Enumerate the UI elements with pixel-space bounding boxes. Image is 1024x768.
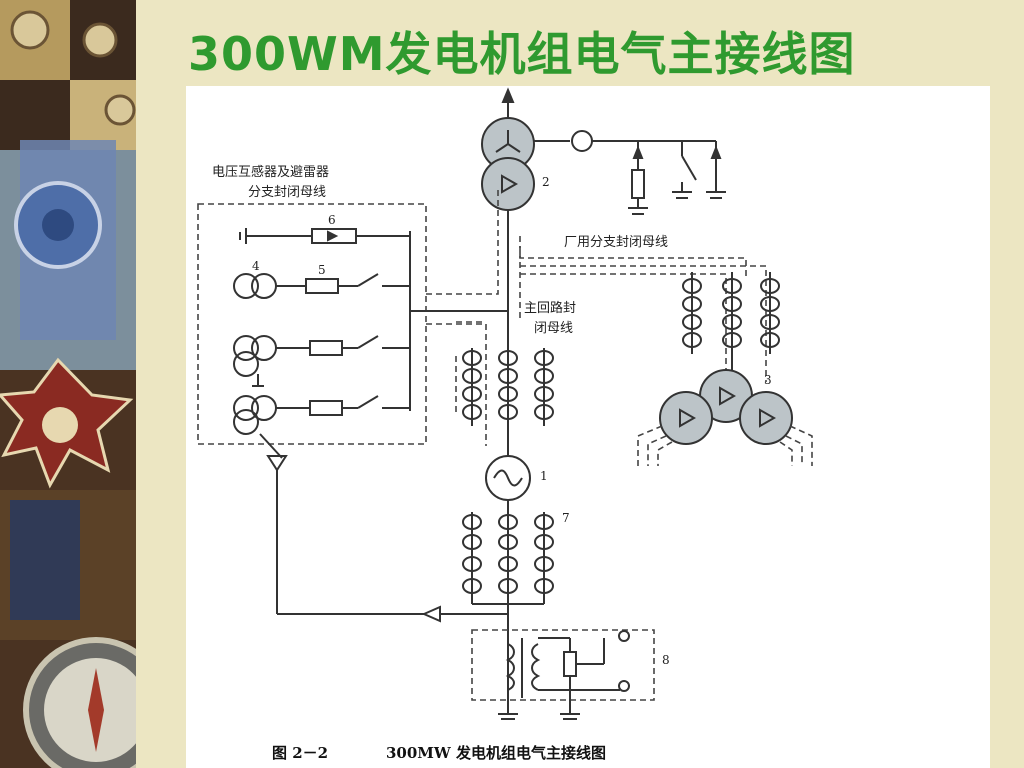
ct-stack-upper	[462, 348, 554, 426]
main-transformer	[481, 117, 535, 211]
callout-current-transformers: 7	[562, 511, 570, 525]
callout-pt-transformer: 4	[252, 259, 260, 273]
label-main-bus-line1: 主回路封	[524, 300, 576, 316]
generator-arrester-line	[266, 455, 508, 623]
slide-title: 300WM发电机组电气主接线图	[188, 27, 856, 81]
callout-generator: 1	[540, 469, 548, 483]
label-pt-arrester: 电压互感器及避雷器	[212, 164, 329, 180]
diagram-drawing: 2 电压互感器及避雷器 分支封闭母线	[197, 87, 813, 762]
generator	[485, 455, 531, 501]
main-bus-enclosure	[455, 236, 767, 416]
arrester	[239, 228, 410, 244]
pt-branch-bus-lines	[426, 186, 499, 446]
decorative-photo-strip	[0, 0, 136, 768]
callout-arrester: 6	[328, 213, 336, 227]
pt-transformer-row-3	[233, 395, 410, 459]
callout-neutral-grounding: 8	[662, 653, 670, 667]
wiring-diagram-figure: 2 电压互感器及避雷器 分支封闭母线	[186, 86, 990, 768]
station-transformer	[659, 369, 793, 445]
label-pt-branch-bus: 分支封闭母线	[248, 185, 326, 200]
station-outgoing-buses	[637, 425, 813, 466]
pt-arrester-enclosure	[197, 203, 427, 445]
grid-arrow	[501, 87, 515, 103]
neutral-grounding-enclosure	[471, 629, 655, 701]
hv-neutral-equipment	[534, 130, 726, 215]
pt-bus-connector	[409, 231, 508, 411]
label-station-branch-bus: 厂用分支封闭母线	[564, 235, 668, 250]
callout-fuse: 5	[318, 263, 326, 277]
callout-main-transformer: 2	[542, 175, 550, 189]
label-main-bus-line2: 闭母线	[534, 321, 573, 336]
figure-number: 图 2－2	[272, 744, 328, 762]
neutral-grounding-transformer	[498, 630, 630, 720]
callout-station-transformer: 3	[764, 373, 772, 387]
ct-stack-station-branch	[682, 272, 780, 382]
pt-transformer-row-1	[233, 273, 410, 299]
ct-stack-lower	[462, 512, 554, 605]
figure-caption: 300MW 发电机组电气主接线图	[386, 744, 606, 762]
pt-transformer-row-2	[233, 335, 410, 387]
